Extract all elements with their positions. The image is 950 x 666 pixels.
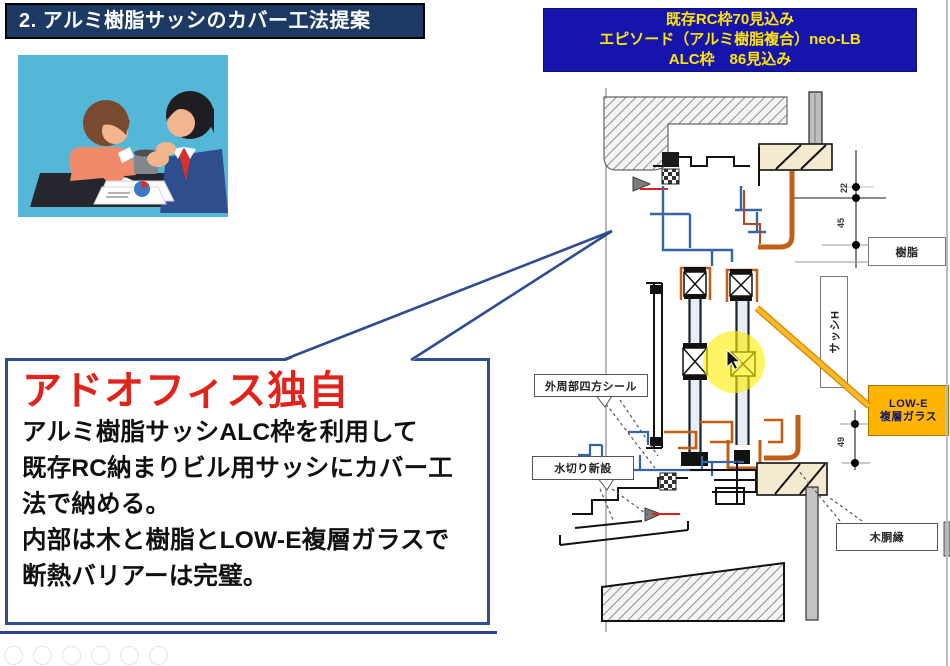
documents [93, 180, 175, 205]
callout-beak-fill [283, 231, 612, 362]
bottom-wood-block [756, 462, 828, 496]
resin-thin-head [743, 190, 761, 244]
callout-line-1: アルミ樹脂サッシALC枠を利用して [22, 419, 418, 446]
screw-icon-bottom [644, 507, 663, 522]
callout-beak-line-2 [410, 229, 613, 362]
callout-heading: アドオフィス独自 [22, 369, 350, 413]
player-controls [4, 646, 178, 665]
leader-lines [599, 399, 863, 523]
meeting-illustration-svg [18, 55, 228, 217]
label-sash-h: サッシH [820, 276, 848, 388]
player-button-1[interactable] [4, 646, 23, 665]
spec-box: 既存RC枠70見込み エピソード（アルミ樹脂複合）neo-LB ALC枠 86見… [543, 8, 917, 72]
label-lowe-glass: LOW-E 複層ガラス [868, 385, 949, 436]
meeting-illustration [18, 55, 228, 217]
cursor-highlight [703, 331, 765, 393]
glazing-unit-right [725, 268, 762, 470]
outer-frame-left [646, 282, 663, 449]
callout-line-2: 既存RC納まりビル用サッシにカバー工 [22, 455, 453, 482]
dim-49: 49 [836, 437, 846, 448]
window-right-edge [946, 0, 948, 666]
screw-icon-top [632, 176, 652, 192]
new-sash-blue-head [650, 186, 766, 266]
seal-block-bottom [659, 472, 677, 491]
callout-line-3: 法で納める。 [22, 491, 171, 518]
resin-thick-sill [764, 415, 801, 461]
callout-line-5: 断熱バリアーは完璧。 [22, 563, 268, 590]
bottom-board [805, 486, 819, 621]
player-button-4[interactable] [91, 646, 110, 665]
glazing-unit-left [679, 266, 712, 466]
slide-bottom-edge [0, 631, 497, 634]
player-button-6[interactable] [149, 646, 168, 665]
label-mizukiri: 水切り新設 [532, 456, 634, 480]
spec-line-1: 既存RC枠70見込み [665, 11, 795, 28]
existing-head-profile [653, 156, 750, 167]
dim-22: 22 [839, 183, 849, 194]
label-kidobuchi: 木胴縁 [836, 523, 938, 551]
player-button-3[interactable] [62, 646, 81, 665]
person-right [147, 91, 228, 213]
player-button-5[interactable] [120, 646, 139, 665]
top-wood-block [758, 143, 833, 171]
label-perimeter-seal: 外周部四方シール [534, 374, 648, 397]
sill-resin-parts [664, 418, 784, 450]
page-title: 2. アルミ樹脂サッシのカバー工法提案 [5, 3, 425, 39]
spec-line-2: エピソード（アルミ樹脂複合）neo-LB [599, 31, 861, 48]
lowe-pointer-line [754, 305, 872, 409]
callout-line-4: 内部は木と樹脂とLOW-E複層ガラスで [22, 527, 450, 554]
resin-thick-head [758, 171, 795, 250]
top-board [808, 91, 823, 151]
mouse-cursor-icon [726, 348, 742, 371]
rc-sill-hatch [601, 561, 785, 622]
callout-beak-line-1 [282, 229, 613, 362]
dim-45: 45 [836, 218, 846, 229]
spec-line-3: ALC枠 86見込み [668, 51, 792, 68]
label-jushi: 樹脂 [868, 237, 946, 266]
callout-box: アドオフィス独自 アルミ樹脂サッシALC枠を利用して 既存RC納まりビル用サッシ… [5, 358, 490, 625]
rc-lintel [603, 96, 788, 171]
backer-block [662, 152, 679, 167]
player-button-2[interactable] [33, 646, 52, 665]
seal-block-top [661, 168, 680, 185]
